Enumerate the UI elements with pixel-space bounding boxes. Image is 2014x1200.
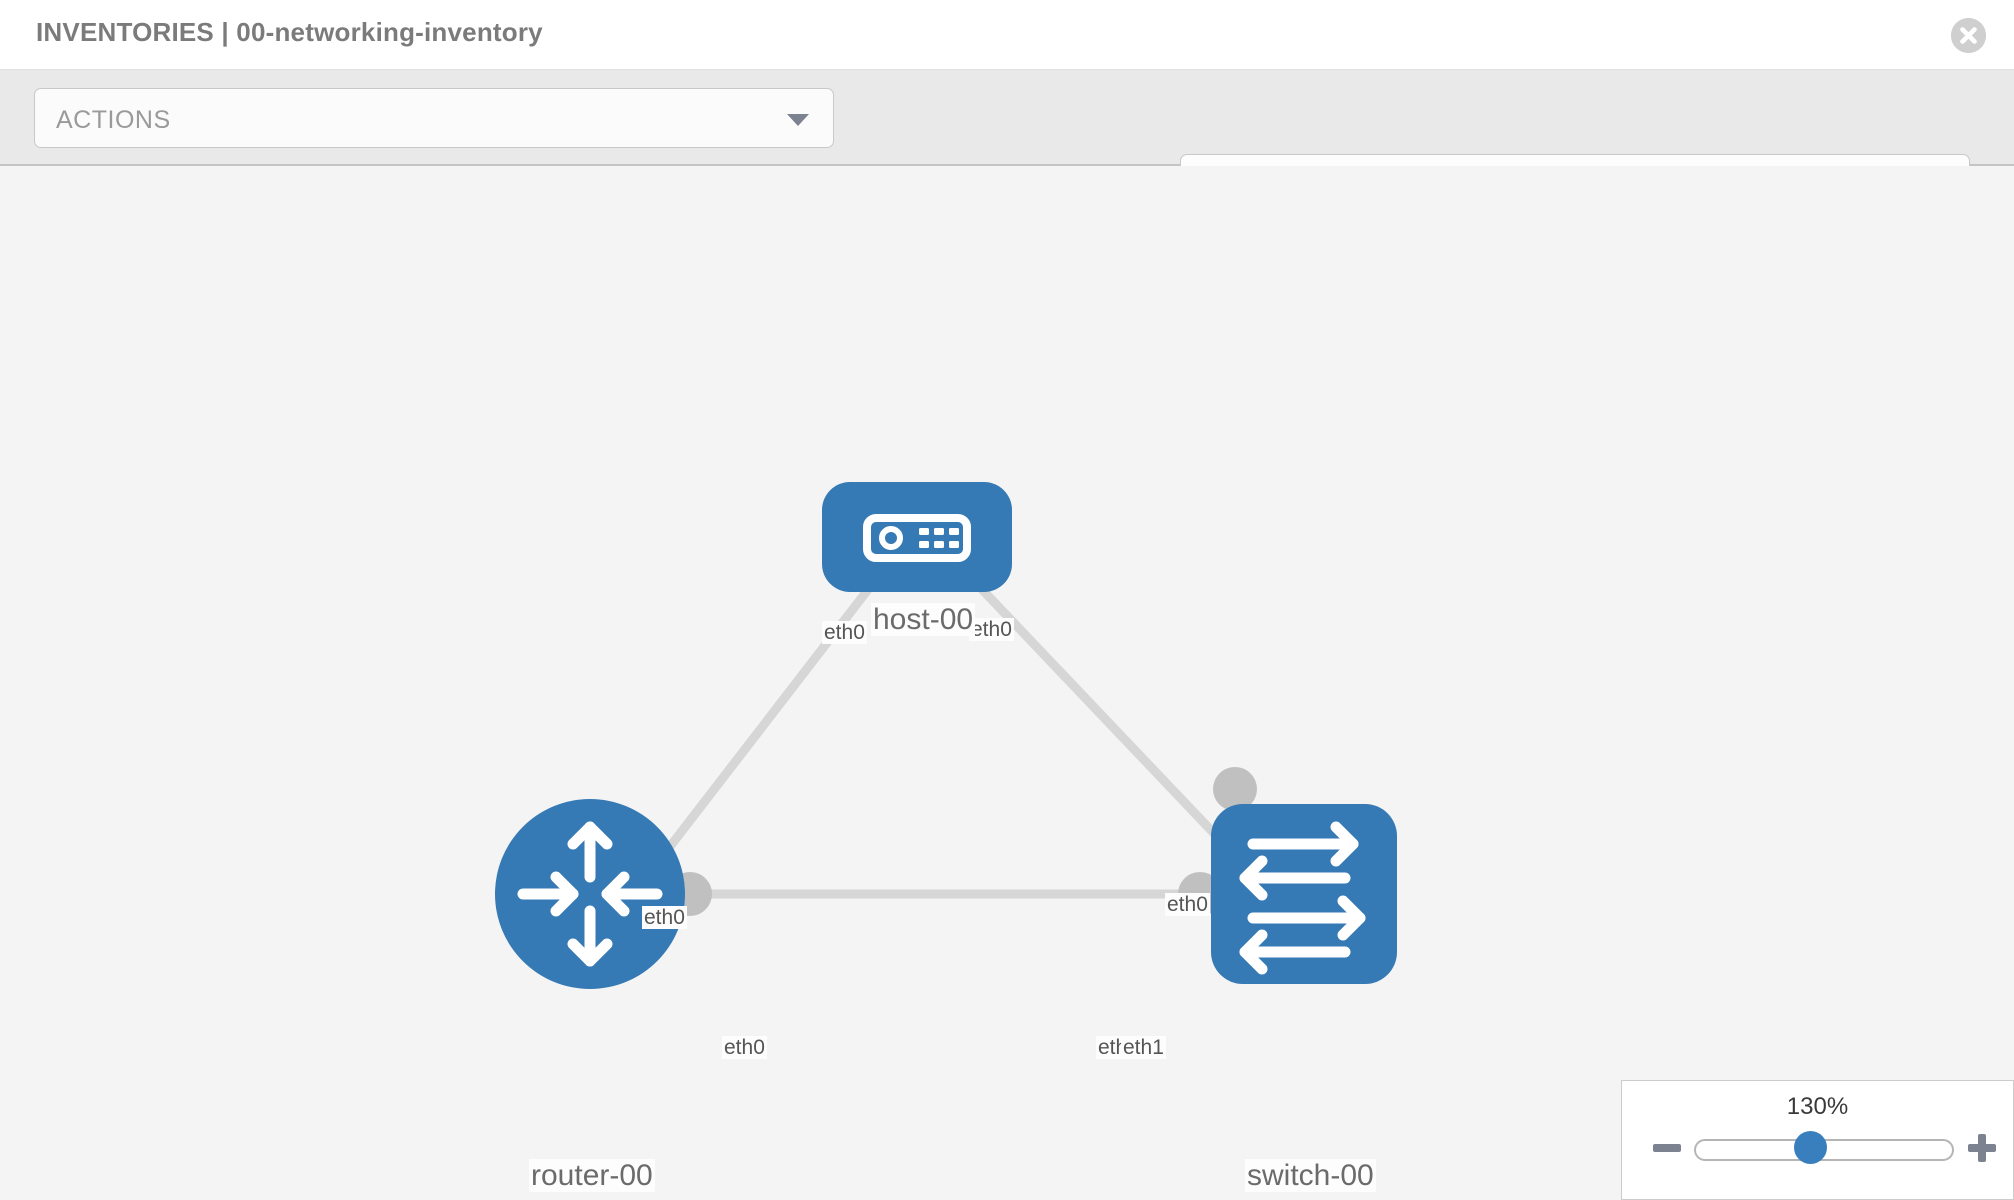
- link-layer: [651, 557, 1249, 899]
- iface-label: eth0: [722, 1036, 767, 1060]
- node-label-host: host-00: [871, 603, 976, 636]
- toolbar: ACTIONS SEARCH: [0, 70, 2014, 214]
- close-icon[interactable]: [1951, 18, 1986, 53]
- link-host-router: [651, 558, 894, 869]
- actions-dropdown-label: ACTIONS: [56, 106, 171, 134]
- iface-label: eth0: [822, 621, 867, 645]
- zoom-level-value: 130%: [1786, 1093, 1849, 1120]
- zoom-control-panel: 130%: [1621, 1080, 2014, 1200]
- plus-icon[interactable]: [1965, 1131, 1999, 1165]
- server-icon: [863, 514, 971, 562]
- topology-canvas[interactable]: eth0 eth0 eth0 eth0 eth0 eth0 eth1 host-…: [0, 166, 2014, 1200]
- zoom-slider-thumb[interactable]: [1794, 1131, 1827, 1164]
- iface-label: eth0: [969, 618, 1014, 642]
- iface-label: eth0: [1165, 893, 1210, 917]
- switch-arrows-icon: [1239, 821, 1366, 975]
- node-router-00: [495, 799, 685, 989]
- node-host-00: [822, 482, 1012, 592]
- link-host-switch: [951, 557, 1249, 870]
- connector-switch-top: [1213, 767, 1257, 811]
- chevron-down-icon: [787, 114, 809, 126]
- iface-label: eth1: [1121, 1036, 1166, 1060]
- topology-graph: [495, 482, 1397, 989]
- page-header: INVENTORIES | 00-networking-inventory: [0, 0, 2014, 70]
- node-label-switch: switch-00: [1245, 1159, 1376, 1192]
- minus-icon[interactable]: [1650, 1131, 1684, 1165]
- actions-dropdown[interactable]: ACTIONS: [34, 88, 834, 148]
- node-switch-00: [1211, 804, 1397, 984]
- node-label-router: router-00: [529, 1159, 655, 1192]
- iface-label: eth0: [642, 906, 687, 930]
- page-title: INVENTORIES | 00-networking-inventory: [36, 17, 543, 47]
- router-arrows-icon: [517, 821, 663, 967]
